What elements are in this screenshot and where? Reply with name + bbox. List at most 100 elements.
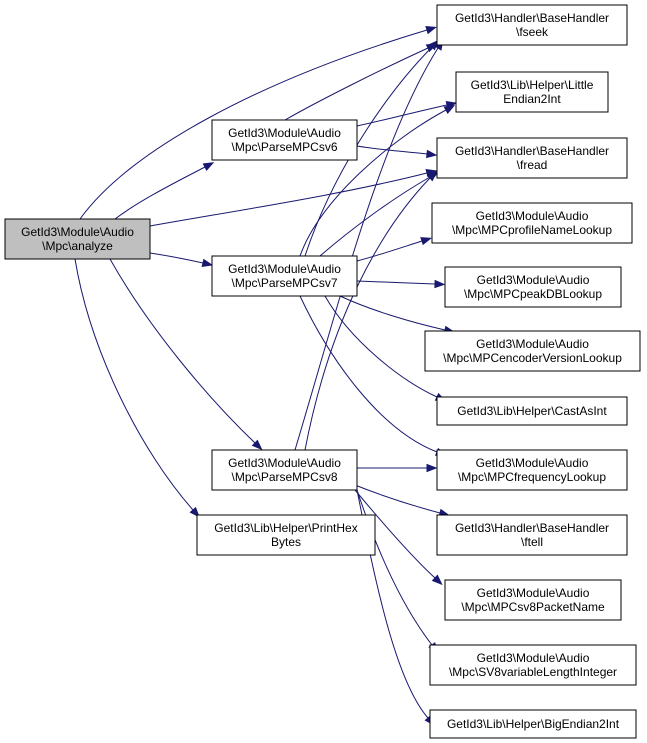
node-fread[interactable]: GetId3\Handler\BaseHandler\fread — [436, 137, 628, 179]
node-label-line: GetId3\Handler\BaseHandler — [455, 521, 609, 535]
node-box — [429, 644, 637, 686]
node-label-line: GetId3\Module\Audio — [477, 273, 590, 287]
node-box — [436, 137, 628, 179]
edge-v8-to-fread — [304, 170, 438, 451]
edge-line — [319, 176, 431, 257]
node-label-line: \fread — [517, 158, 548, 172]
node-sv8var[interactable]: GetId3\Module\Audio\Mpc\SV8variableLengt… — [429, 644, 637, 686]
call-graph-edges — [74, 26, 458, 726]
node-label-line: \Mpc\MPCpeakDBLookup — [464, 287, 602, 301]
node-label-line: \Mpc\MPCsv8PacketName — [461, 600, 605, 614]
arrowhead — [426, 149, 438, 159]
node-castasint[interactable]: GetId3\Lib\Helper\CastAsInt — [436, 396, 628, 426]
node-label-line: Bytes — [271, 535, 301, 549]
edge-line — [304, 46, 433, 257]
edge-v7-to-peak — [356, 279, 446, 289]
edge-line — [299, 295, 438, 453]
node-label-line: GetId3\Handler\BaseHandler — [455, 144, 609, 158]
node-encoder[interactable]: GetId3\Module\Audio\Mpc\MPCencoderVersio… — [424, 330, 641, 372]
edge-v7-to-little — [299, 105, 456, 257]
node-box — [431, 202, 633, 244]
node-box — [436, 449, 628, 491]
node-box — [444, 266, 622, 308]
node-label-line: GetId3\Module\Audio — [228, 456, 341, 470]
arrowhead — [425, 26, 437, 35]
edge-line — [356, 104, 448, 127]
edge-line — [324, 295, 438, 398]
node-fseek[interactable]: GetId3\Handler\BaseHandler\fseek — [436, 4, 628, 46]
node-v8[interactable]: GetId3\Module\Audio\Mpc\ParseMPCsv8 — [211, 449, 358, 491]
node-box — [211, 255, 358, 297]
node-packet[interactable]: GetId3\Module\Audio\Mpc\MPCsv8PacketName — [444, 579, 622, 621]
arrowhead — [202, 162, 215, 171]
node-box — [429, 709, 637, 739]
edge-line — [114, 166, 206, 220]
edge-v8-to-ftell — [354, 484, 451, 517]
node-box — [424, 330, 641, 372]
node-label-line: GetId3\Module\Audio — [228, 262, 341, 276]
node-label-line: \Mpc\MPCprofileNameLookup — [452, 223, 612, 237]
edge-line — [79, 29, 428, 220]
node-label-line: \Mpc\MPCfrequencyLookup — [458, 470, 606, 484]
node-bigendian[interactable]: GetId3\Lib\Helper\BigEndian2Int — [429, 709, 637, 739]
node-v7[interactable]: GetId3\Module\Audio\Mpc\ParseMPCsv7 — [211, 255, 358, 297]
edge-line — [74, 258, 194, 511]
node-label-line: GetId3\Module\Audio — [476, 456, 589, 470]
edge-line — [354, 489, 436, 579]
edge-v8-to-packet — [354, 489, 443, 586]
node-box — [436, 4, 628, 46]
edge-line — [109, 258, 256, 444]
call-graph-nodes: GetId3\Module\Audio\Mpc\analyzeGetId3\Mo… — [4, 4, 641, 739]
edge-line — [356, 489, 433, 646]
node-label-line: \Mpc\analyze — [42, 239, 113, 253]
edge-line — [356, 280, 436, 285]
arrowhead — [201, 258, 214, 268]
node-v6[interactable]: GetId3\Module\Audio\Mpc\ParseMPCsv6 — [211, 119, 358, 161]
edge-v8-to-sv8var — [356, 489, 439, 654]
node-label-line: GetId3\Lib\Helper\Little — [471, 78, 594, 92]
node-label-line: GetId3\Lib\Helper\CastAsInt — [457, 404, 607, 418]
edge-analyze-to-fread — [149, 169, 438, 227]
node-label-line: GetId3\Module\Audio — [476, 337, 589, 351]
node-box — [436, 396, 628, 426]
node-box — [211, 449, 358, 491]
edge-v7-to-encoder — [339, 295, 456, 335]
edge-line — [356, 145, 428, 155]
node-label-line: \Mpc\SV8variableLengthInteger — [449, 665, 617, 679]
node-analyze[interactable]: GetId3\Module\Audio\Mpc\analyze — [4, 218, 151, 260]
node-freq[interactable]: GetId3\Module\Audio\Mpc\MPCfrequencyLook… — [436, 449, 628, 491]
arrowhead — [431, 574, 443, 586]
node-label-line: GetId3\Handler\BaseHandler — [455, 11, 609, 25]
node-box — [4, 218, 151, 260]
node-label-line: GetId3\Lib\Helper\PrintHex — [214, 521, 357, 535]
edge-v7-to-fread — [319, 171, 440, 257]
node-label-line: \Mpc\ParseMPCsv6 — [231, 140, 337, 154]
node-label-line: GetId3\Lib\Helper\BigEndian2Int — [447, 717, 620, 731]
node-label-line: \fseek — [516, 25, 549, 39]
arrowhead — [426, 170, 438, 182]
edge-line — [339, 295, 446, 331]
node-box — [436, 514, 628, 556]
node-label-line: GetId3\Module\Audio — [477, 586, 590, 600]
edge-v6-to-fread — [356, 145, 438, 159]
arrowhead — [420, 237, 432, 246]
node-profile[interactable]: GetId3\Module\Audio\Mpc\MPCprofileNameLo… — [431, 202, 633, 244]
edge-analyze-to-fseek — [79, 26, 437, 220]
arrowhead — [434, 279, 446, 289]
edge-line — [149, 252, 204, 264]
edge-line — [356, 240, 423, 262]
arrowhead — [251, 439, 263, 451]
arrowhead — [189, 506, 200, 518]
edge-line — [304, 177, 431, 451]
node-label-line: GetId3\Module\Audio — [477, 651, 590, 665]
edge-v6-to-fseek — [284, 43, 438, 121]
node-label-line: Endian2Int — [503, 92, 561, 106]
node-label-line: \ftell — [521, 535, 543, 549]
edge-v7-to-profile — [356, 237, 432, 262]
node-ftell[interactable]: GetId3\Handler\BaseHandler\ftell — [436, 514, 628, 556]
node-peak[interactable]: GetId3\Module\Audio\Mpc\MPCpeakDBLookup — [444, 266, 622, 308]
edge-line — [294, 47, 439, 451]
